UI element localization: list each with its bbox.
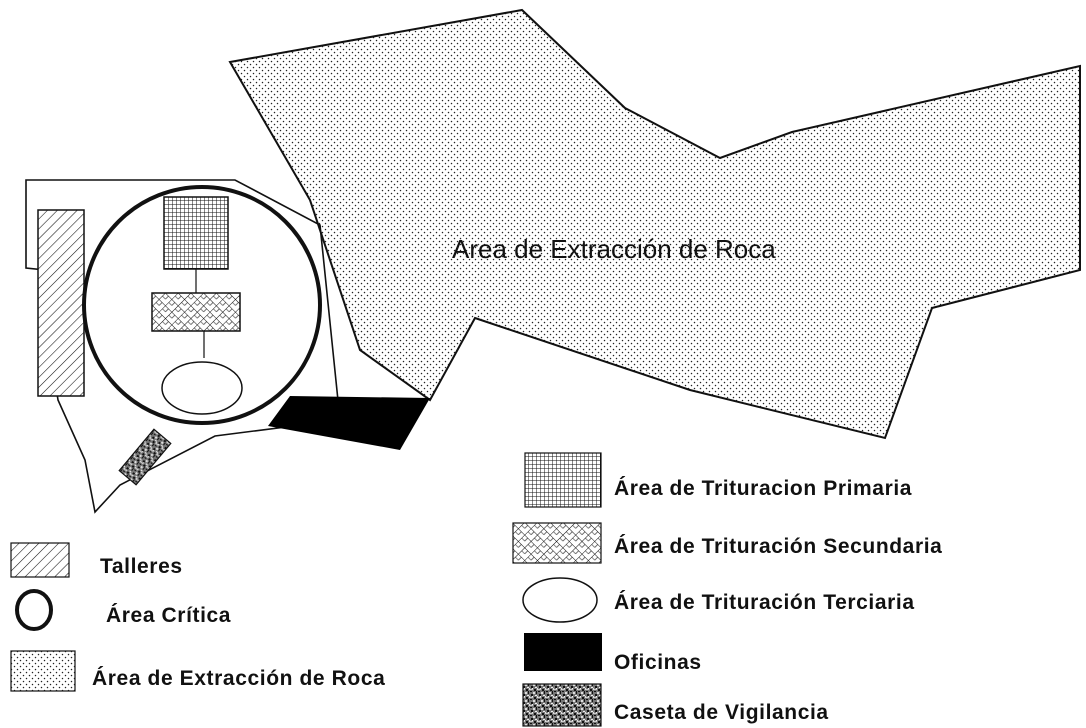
legend-swatch-extraccion	[10, 650, 76, 692]
legend-label-terciaria: Área de Trituración Terciaria	[614, 591, 915, 614]
secondary-crushing-block	[151, 292, 241, 332]
legend-swatch-talleres	[10, 542, 70, 578]
legend-swatch-terciaria	[522, 577, 598, 623]
legend-swatch-area-critica	[15, 589, 53, 631]
primary-crushing-block	[163, 196, 229, 270]
workshops-block	[37, 209, 85, 397]
legend-swatch-secundaria	[512, 522, 602, 564]
legend-label-talleres: Talleres	[100, 555, 183, 578]
legend-label-extraccion: Área de Extracción de Roca	[92, 667, 386, 690]
legend-swatch-vigilancia	[522, 683, 602, 727]
rock-extraction-zone	[228, 8, 1081, 440]
critical-area-circle	[82, 185, 322, 425]
legend-label-primaria: Área de Trituracion Primaria	[614, 477, 913, 500]
guard-house-block	[118, 428, 172, 486]
legend-label-secundaria: Área de Trituración Secundaria	[614, 535, 943, 558]
legend-label-vigilancia: Caseta de Vigilancia	[614, 701, 829, 724]
legend-swatch-primaria	[524, 452, 602, 508]
offices-block	[268, 396, 430, 450]
legend-label-area-critica: Área Crítica	[106, 604, 232, 627]
legend-label-oficinas: Oficinas	[614, 651, 702, 674]
zone-label: Area de Extracción de Roca	[452, 234, 776, 264]
tertiary-crushing-ellipse	[161, 361, 243, 415]
legend-swatch-oficinas	[524, 633, 602, 671]
